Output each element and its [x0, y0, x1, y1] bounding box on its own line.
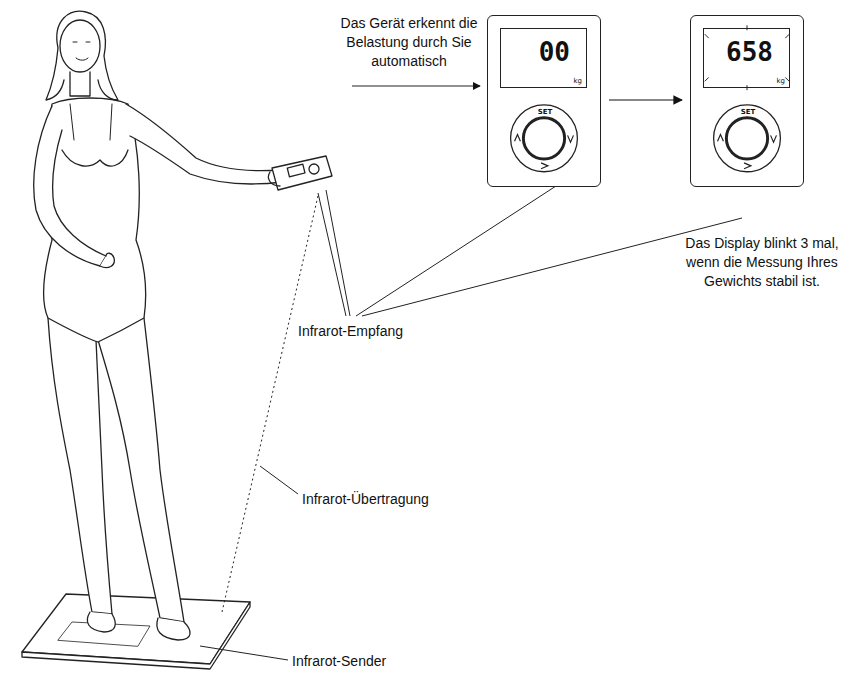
infrared-beam — [222, 196, 318, 612]
scale-top — [22, 594, 250, 664]
outer-ring — [714, 105, 781, 172]
remote-button — [309, 164, 319, 174]
leader-line — [356, 186, 556, 316]
arrow-key — [771, 135, 777, 142]
arrow-key — [568, 135, 574, 142]
unit-label: kg — [574, 77, 583, 85]
bust-line — [62, 150, 128, 166]
blink-ray — [785, 77, 789, 81]
arrow-key — [718, 134, 724, 141]
fingers — [268, 172, 280, 186]
arm-extended — [126, 104, 282, 184]
arrow-key — [744, 163, 751, 169]
button-label: SET — [538, 108, 553, 116]
straps — [70, 104, 112, 140]
hand-on-hip — [100, 253, 114, 267]
lcd-screen: 00 kg — [500, 28, 587, 88]
left-leg — [48, 318, 112, 614]
button-label: SET — [741, 108, 756, 116]
weight-readout: 658 — [726, 38, 773, 66]
center-button — [726, 118, 767, 159]
blink-ray — [705, 34, 709, 38]
annotation: Infrarot-Sender — [292, 652, 452, 671]
unit-label: kg — [777, 77, 786, 85]
arrow-key — [541, 163, 548, 169]
left-foot — [87, 612, 115, 632]
face — [73, 42, 90, 60]
arrow — [352, 86, 480, 87]
center-button — [523, 118, 564, 159]
blink-ray — [785, 34, 789, 38]
leader-line — [326, 190, 350, 316]
annotation: Infrarot-Empfang — [298, 322, 458, 341]
annotation: Infrarot-Übertragung — [302, 490, 482, 509]
right-foot — [157, 618, 190, 640]
weight-readout: 00 — [539, 38, 570, 66]
button-ring — [714, 105, 781, 172]
button-ring — [511, 105, 578, 172]
flow-arrow — [609, 99, 682, 100]
arm-akimbo — [34, 106, 106, 266]
lcd-screen: 658 kg — [703, 28, 790, 88]
right-leg — [98, 318, 184, 622]
hair — [46, 11, 118, 100]
outer-ring — [511, 105, 578, 172]
display-unit: 658 kgSET — [690, 15, 804, 187]
remote-lcd — [287, 164, 305, 177]
remote-display — [272, 156, 332, 190]
blink-ray — [705, 77, 709, 81]
neck — [70, 72, 90, 96]
head — [60, 20, 100, 72]
annotation: Das Gerät erkennt die Belastung durch Si… — [340, 14, 478, 71]
annotation: Das Display blinkt 3 mal, wenn die Messu… — [676, 234, 848, 291]
display-unit: 00 kgSET — [487, 15, 601, 187]
leader-line — [362, 218, 742, 316]
leader-line — [318, 193, 346, 316]
leader-line — [200, 646, 288, 660]
scale-edge — [22, 602, 250, 669]
leader-line — [260, 466, 298, 494]
arrow-key — [515, 134, 521, 141]
